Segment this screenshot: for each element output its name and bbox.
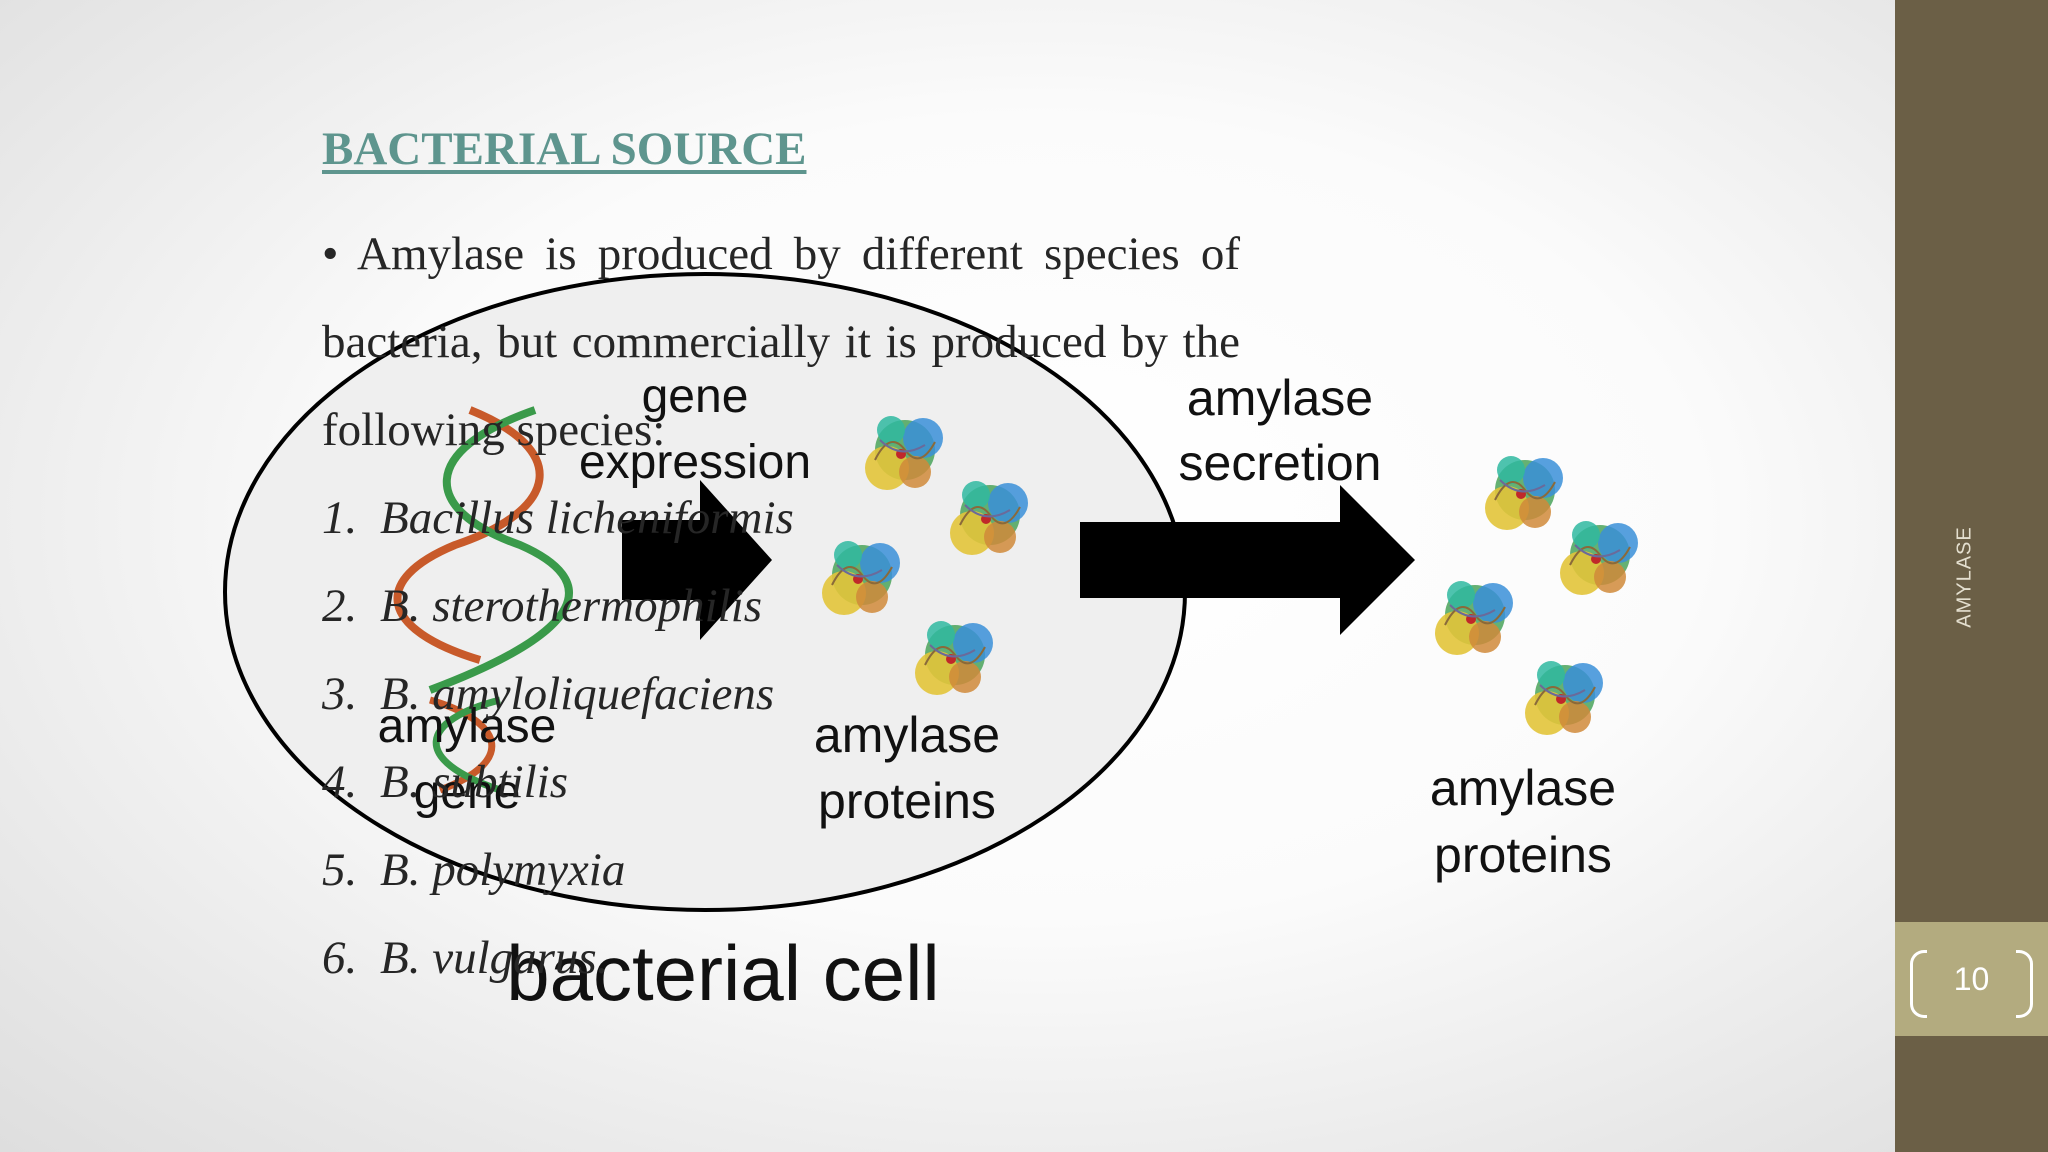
list-item: 4. B. subtilis <box>322 738 1240 826</box>
proteins-inside-label-2: proteins <box>818 773 996 829</box>
species-name: Bacillus licheniformis <box>380 492 794 544</box>
amylase-secretion-label-2: secretion <box>1179 435 1382 491</box>
secretion-arrow-icon <box>1080 485 1415 635</box>
species-name: B. amyloliquefaciens <box>380 668 775 720</box>
species-name: B. polymyxia <box>380 844 626 896</box>
proteins-outside-label-2: proteins <box>1434 827 1612 883</box>
amylase-gene-label-1: amylase <box>378 700 557 753</box>
proteins-inside-label-1: amylase <box>814 707 1000 763</box>
list-number: 2. <box>322 580 358 632</box>
list-number: 4. <box>322 756 358 808</box>
list-item: 2. B. sterothermophilis <box>322 562 1240 650</box>
protein-icon <box>1524 660 1604 736</box>
left-bracket-icon <box>1910 950 1927 1018</box>
slide-body: • Amylase is produced by different speci… <box>322 210 1240 1002</box>
list-number: 6. <box>322 932 358 984</box>
dna-helix-icon <box>393 406 573 794</box>
amylase-gene-label-2: gene <box>414 766 521 819</box>
species-name: B. vulgarus. <box>380 932 609 984</box>
protein-icon <box>1559 520 1639 596</box>
list-number: 5. <box>322 844 358 896</box>
amylase-secretion-label-1: amylase <box>1187 370 1373 426</box>
list-number: 3. <box>322 668 358 720</box>
page-number: 10 <box>1953 961 1990 997</box>
protein-icon <box>1434 580 1514 656</box>
right-bracket-icon <box>2016 950 2033 1018</box>
expression-arrow-icon <box>622 480 772 640</box>
species-name: B. subtilis <box>380 756 569 808</box>
species-name: B. sterothermophilis <box>380 580 763 632</box>
list-item: 5. B. polymyxia <box>322 826 1240 914</box>
amylase-secretion-diagram: gene expression amylase gene amylase pro… <box>223 272 1639 1017</box>
protein-icon <box>1484 455 1564 531</box>
list-item: 6. B. vulgarus. <box>322 914 1240 1002</box>
slide-title: BACTERIAL SOURCE <box>322 123 807 175</box>
sidebar-section-label: AMYLASE <box>1953 526 1976 628</box>
list-item: 1. Bacillus licheniformis <box>322 474 1240 562</box>
species-list: 1. Bacillus licheniformis 2. B. sterotherm… <box>322 474 1240 1002</box>
list-number: 1. <box>322 492 358 544</box>
gene-expression-label-2: expression <box>579 436 811 489</box>
bacterial-cell-label: bacterial cell <box>506 929 940 1017</box>
gene-expression-label-1: gene <box>642 370 749 423</box>
proteins-outside-label-1: amylase <box>1430 760 1616 816</box>
list-item: 3. B. amyloliquefaciens <box>322 650 1240 738</box>
intro-paragraph: • Amylase is produced by different speci… <box>322 228 1240 456</box>
